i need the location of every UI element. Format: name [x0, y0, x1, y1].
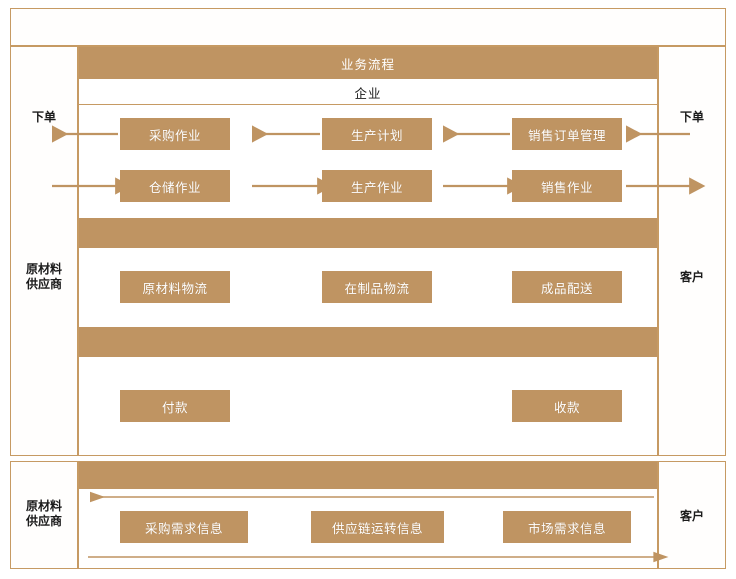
process-box-label: 生产作业 — [350, 179, 403, 195]
left-actor-column-lower — [10, 461, 78, 569]
logistics-box-wip[interactable]: 在制品物流 — [322, 271, 432, 303]
top-banner-box — [10, 8, 726, 46]
process-box-label: 销售作业 — [540, 179, 593, 195]
finance-box-receipt[interactable]: 收款 — [512, 390, 622, 422]
info-box-purchase-demand[interactable]: 采购需求信息 — [120, 511, 248, 543]
info-box-label: 采购需求信息 — [144, 520, 223, 536]
left-supplier-label: 原材料 供应商 — [25, 262, 62, 291]
process-box-label: 仓储作业 — [148, 179, 201, 195]
process-box-label: 销售订单管理 — [527, 127, 606, 143]
info-box-market-demand[interactable]: 市场需求信息 — [503, 511, 631, 543]
right-customer-label-lower: 客户 — [679, 508, 704, 523]
finance-box-label: 收款 — [553, 399, 580, 415]
enterprise-main-frame — [78, 46, 658, 456]
right-actor-column-upper — [658, 46, 726, 456]
process-box-production-plan[interactable]: 生产计划 — [322, 118, 432, 150]
process-box-production-ops[interactable]: 生产作业 — [322, 170, 432, 202]
logistics-box-raw-material[interactable]: 原材料物流 — [120, 271, 230, 303]
process-box-label: 生产计划 — [350, 127, 403, 143]
process-box-sales-order-mgmt[interactable]: 销售订单管理 — [512, 118, 622, 150]
information-header-band — [79, 462, 657, 489]
left-actor-column-upper — [10, 46, 78, 456]
finance-box-payment[interactable]: 付款 — [120, 390, 230, 422]
process-box-purchasing[interactable]: 采购作业 — [120, 118, 230, 150]
right-customer-label: 客户 — [679, 269, 704, 284]
process-box-warehousing[interactable]: 仓储作业 — [120, 170, 230, 202]
business-process-header-band — [79, 47, 657, 79]
subtitle-divider — [79, 104, 657, 105]
logistics-box-finished-goods[interactable]: 成品配送 — [512, 271, 622, 303]
info-box-label: 市场需求信息 — [527, 520, 606, 536]
info-box-supply-chain-status[interactable]: 供应链运转信息 — [311, 511, 444, 543]
left-supplier-label-lower: 原材料 供应商 — [25, 499, 62, 528]
logistics-box-label: 在制品物流 — [344, 280, 410, 296]
page-title: 业务流程 — [340, 56, 395, 72]
finance-box-label: 付款 — [161, 399, 188, 415]
logistics-box-label: 成品配送 — [540, 280, 593, 296]
finance-separator-band — [79, 327, 657, 357]
logistics-separator-band — [79, 218, 657, 248]
enterprise-subtitle: 企业 — [354, 85, 382, 101]
right-order-label: 下单 — [679, 109, 704, 124]
right-actor-column-lower — [658, 461, 726, 569]
process-box-sales-ops[interactable]: 销售作业 — [512, 170, 622, 202]
logistics-box-label: 原材料物流 — [142, 280, 208, 296]
info-box-label: 供应链运转信息 — [331, 520, 423, 536]
process-box-label: 采购作业 — [148, 127, 201, 143]
left-order-label: 下单 — [31, 109, 56, 124]
